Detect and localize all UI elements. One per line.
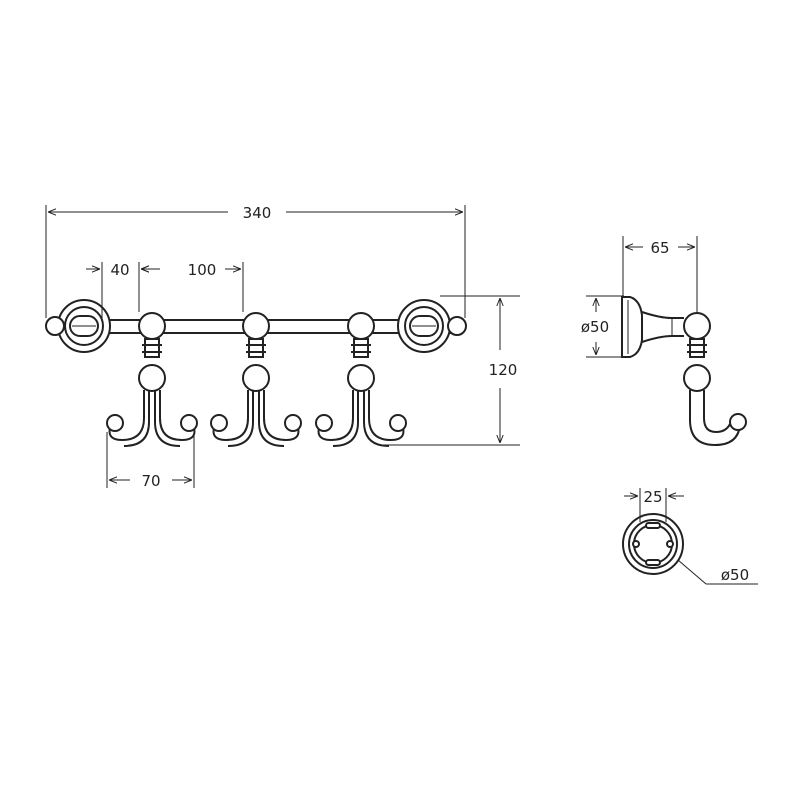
hook-width-label: 70 — [141, 472, 160, 490]
dimension-hook-width: 70 — [106, 432, 195, 490]
left-rosette — [45, 299, 111, 353]
rosette-diameter-label: ø50 — [581, 318, 609, 336]
dimension-depth: 65 — [622, 236, 698, 312]
overall-width-label: 340 — [243, 204, 272, 222]
hole-spacing-label: 25 — [643, 488, 662, 506]
front-view: 340 40 100 120 — [45, 204, 520, 490]
height-label: 120 — [489, 361, 518, 379]
dimension-hole-spacing: 25 — [624, 488, 684, 522]
depth-label: 65 — [650, 239, 669, 257]
side-view: 65 ø50 — [581, 236, 747, 447]
dimension-rosette-diameter: ø50 — [581, 295, 624, 358]
plate-diameter-label: ø50 — [721, 566, 749, 584]
double-hook-2 — [210, 312, 302, 447]
double-hook-1 — [106, 312, 198, 447]
hook-offset-label: 40 — [110, 261, 129, 279]
dimension-hook-spacing: 100 — [141, 261, 244, 312]
back-view: 25 ø50 — [622, 488, 758, 585]
dimension-plate-diameter: ø50 — [677, 559, 758, 585]
right-rosette — [397, 299, 467, 353]
dimension-height: 120 — [382, 295, 520, 446]
hook-spacing-label: 100 — [188, 261, 217, 279]
dimension-overall-width: 340 — [45, 204, 466, 318]
double-hook-3 — [315, 312, 407, 447]
